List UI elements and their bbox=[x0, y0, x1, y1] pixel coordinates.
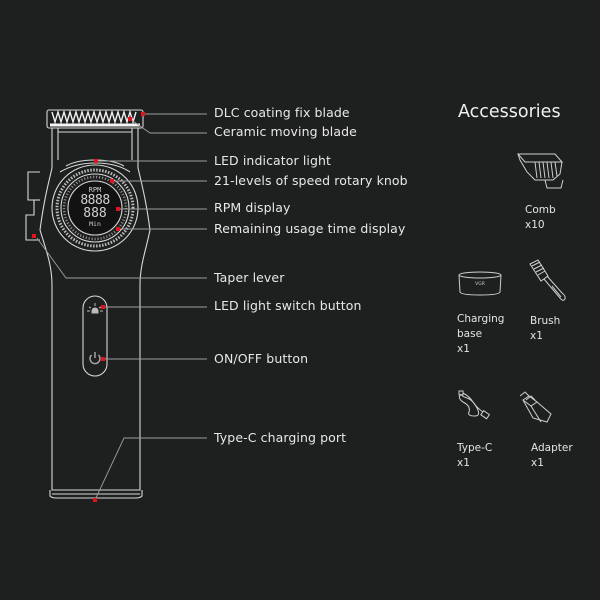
label-rpm-display: RPM display bbox=[214, 200, 291, 215]
label-on-off: ON/OFF button bbox=[214, 351, 309, 366]
accessory-adapter: Adapter x1 bbox=[531, 441, 573, 471]
blade-head bbox=[46, 109, 144, 129]
adapter-icon bbox=[519, 391, 552, 423]
led-light-icon bbox=[87, 303, 103, 314]
callout-lines bbox=[36, 113, 207, 501]
lcd-display: RPM 8888 888 Min bbox=[68, 186, 122, 228]
button-strip bbox=[82, 295, 108, 377]
rpm-label: RPM bbox=[88, 186, 102, 194]
brush-icon bbox=[529, 259, 566, 301]
comb-qty: x10 bbox=[525, 219, 545, 231]
label-dlc-blade: DLC coating fix blade bbox=[214, 105, 350, 120]
type-c-cable-icon bbox=[458, 390, 491, 420]
comb-icon bbox=[516, 153, 564, 189]
accessory-comb: Comb x10 bbox=[525, 203, 556, 233]
type-c-qty: x1 bbox=[457, 457, 470, 469]
min-label: Min bbox=[89, 220, 101, 228]
comb-name: Comb bbox=[525, 204, 556, 216]
label-led-switch: LED light switch button bbox=[214, 298, 362, 313]
label-speed-knob: 21-levels of speed rotary knob bbox=[214, 173, 408, 188]
label-ceramic-blade: Ceramic moving blade bbox=[214, 124, 357, 139]
accessories-title: Accessories bbox=[458, 102, 561, 122]
type-c-name: Type-C bbox=[457, 442, 493, 454]
taper-lever bbox=[25, 171, 40, 241]
accessory-type-c: Type-C x1 bbox=[457, 441, 492, 471]
brush-name: Brush bbox=[530, 315, 561, 327]
label-type-c-port: Type-C charging port bbox=[214, 430, 347, 445]
charging-base-icon: VGR bbox=[458, 271, 502, 296]
adapter-name: Adapter bbox=[531, 442, 573, 454]
accessory-charging-base: Charging base x1 bbox=[457, 312, 504, 357]
time-digits: 888 bbox=[83, 206, 107, 221]
charging-base-name-line2: base bbox=[457, 328, 483, 340]
power-icon bbox=[89, 352, 101, 365]
charging-base-name-line1: Charging bbox=[457, 313, 505, 325]
charging-base-qty: x1 bbox=[457, 343, 470, 355]
label-led-indicator: LED indicator light bbox=[214, 153, 332, 168]
callout-markers bbox=[32, 112, 145, 502]
accessory-brush: Brush x1 bbox=[530, 314, 560, 344]
label-taper-lever: Taper lever bbox=[214, 270, 285, 285]
brush-qty: x1 bbox=[530, 330, 543, 342]
svg-text:VGR: VGR bbox=[475, 281, 485, 287]
rotary-knob bbox=[51, 164, 139, 252]
rpm-digits: 8888 bbox=[80, 193, 110, 208]
label-usage-time: Remaining usage time display bbox=[214, 221, 406, 236]
adapter-qty: x1 bbox=[531, 457, 544, 469]
